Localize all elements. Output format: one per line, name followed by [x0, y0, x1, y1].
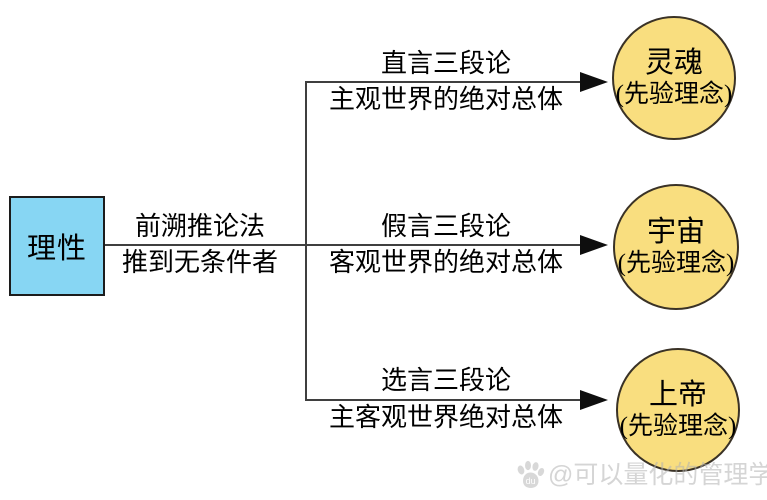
- branch-trunk-line: [305, 81, 307, 401]
- branch-god-label-bottom: 主客观世界绝对总体: [328, 403, 563, 432]
- branch-cosmos-label-top: 假言三段论: [380, 212, 511, 241]
- node-god: 上帝 (先验理念): [616, 348, 740, 472]
- arrowhead-icon: [580, 390, 608, 410]
- node-god-subtitle: (先验理念): [619, 413, 737, 440]
- node-cosmos-title: 宇宙: [646, 216, 705, 248]
- branch-soul-label-top: 直言三段论: [380, 49, 511, 78]
- branch-line-soul: [305, 81, 581, 83]
- branch-cosmos-label-bottom: 客观世界的绝对总体: [328, 248, 563, 277]
- node-soul-subtitle: (先验理念): [615, 81, 733, 108]
- main-edge-line: [105, 244, 305, 246]
- branch-line-cosmos: [305, 244, 581, 246]
- root-node-reason: 理性: [9, 196, 105, 296]
- root-node-label: 理性: [26, 233, 87, 265]
- arrowhead-icon: [580, 235, 608, 255]
- node-soul-title: 灵魂: [644, 47, 703, 79]
- node-cosmos: 宇宙 (先验理念): [613, 184, 739, 310]
- main-edge-label-bottom: 推到无条件者: [121, 248, 278, 277]
- watermark: du @可以量化的管理学: [514, 458, 767, 492]
- node-soul: 灵魂 (先验理念): [612, 16, 736, 140]
- watermark-text: @可以量化的管理学: [548, 461, 767, 489]
- node-cosmos-subtitle: (先验理念): [617, 250, 735, 277]
- branch-line-god: [305, 399, 581, 401]
- branch-soul-label-bottom: 主观世界的绝对总体: [328, 85, 563, 114]
- main-edge-label-top: 前溯推论法: [134, 212, 265, 241]
- svg-text:du: du: [526, 476, 536, 486]
- arrowhead-icon: [580, 72, 608, 92]
- node-god-title: 上帝: [648, 379, 707, 411]
- baidu-paw-icon: du: [517, 460, 545, 488]
- branch-god-label-top: 选言三段论: [380, 366, 511, 395]
